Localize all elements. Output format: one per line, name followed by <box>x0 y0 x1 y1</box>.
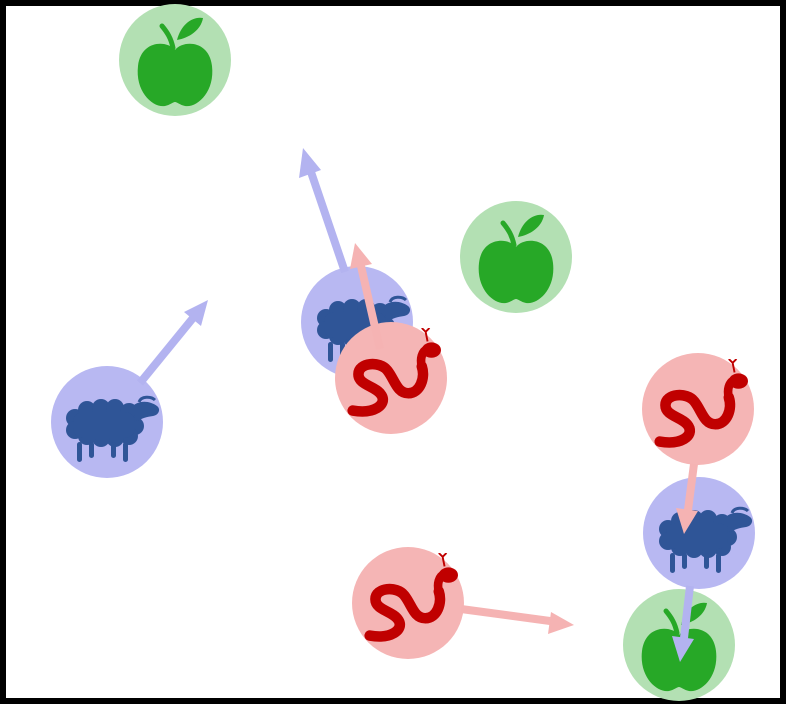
snake-token <box>642 353 754 465</box>
sheep-arrow <box>299 148 349 274</box>
sheep-arrow <box>136 300 208 386</box>
snake-token <box>352 547 464 659</box>
snake-arrow <box>676 463 698 534</box>
sheep-token <box>51 366 163 478</box>
snake-arrow <box>350 243 384 350</box>
apple-token <box>460 201 572 313</box>
sheep-arrow <box>672 585 694 662</box>
snake-token <box>335 322 447 434</box>
sheep-token <box>643 477 755 589</box>
apple-token <box>119 4 231 116</box>
snake-arrow <box>460 605 574 634</box>
